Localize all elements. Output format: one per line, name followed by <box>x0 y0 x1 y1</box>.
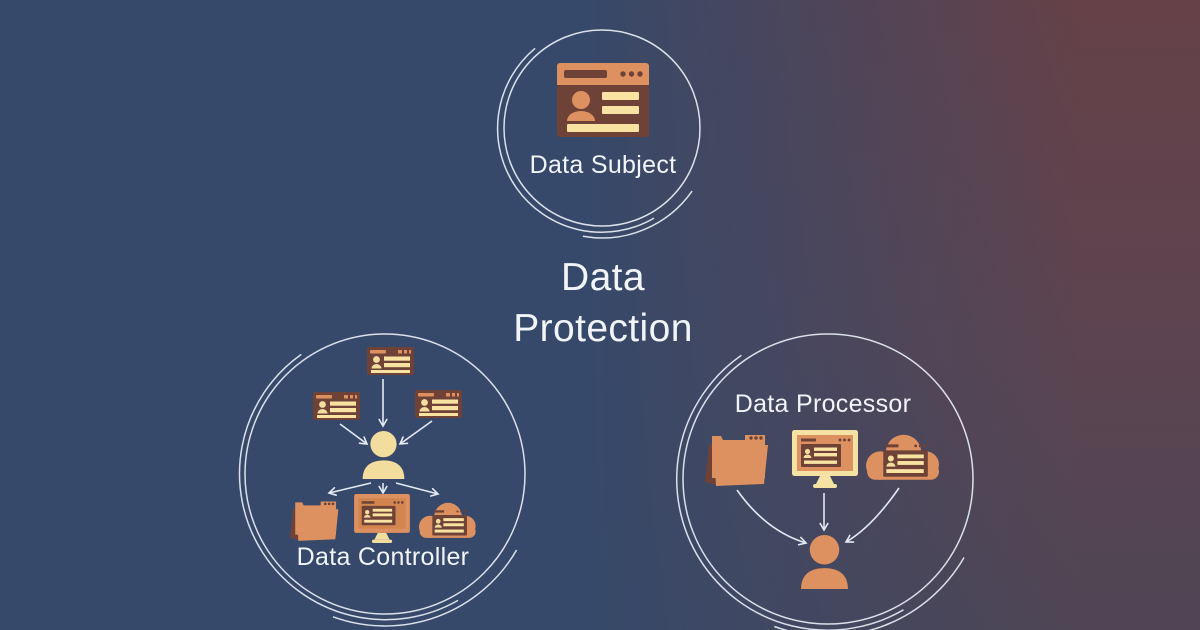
arrow-person-to-folder <box>327 482 372 496</box>
id-card-icon <box>367 347 414 375</box>
data-controller-circle-outline <box>238 333 526 627</box>
monitor-id-card-icon <box>792 430 858 488</box>
arrow-cloud-to-person <box>844 487 900 543</box>
arrow-card-left-to-person <box>339 423 369 445</box>
controller-flow-arrows <box>327 379 440 497</box>
title-line-2: Protection <box>513 307 693 350</box>
id-card-browser-icon <box>557 63 649 137</box>
cloud-id-card-icon <box>861 431 942 484</box>
cloud-id-card-icon <box>415 500 478 541</box>
page-title: Data Protection <box>453 252 753 354</box>
data-controller-label: Data Controller <box>296 543 470 571</box>
data-subject-circle-outline <box>496 29 701 239</box>
arrow-card-right-to-person <box>398 420 433 445</box>
id-card-icon <box>313 392 360 420</box>
id-card-icon <box>415 390 462 418</box>
person-icon <box>800 535 849 589</box>
title-line-1: Data <box>561 256 645 299</box>
arrow-folder-to-person <box>736 489 808 546</box>
data-processor-label: Data Processor <box>734 390 912 418</box>
monitor-id-card-icon <box>354 494 410 543</box>
person-icon <box>361 431 406 479</box>
processor-flow-arrows <box>736 487 900 546</box>
folder-icon <box>286 496 343 541</box>
data-subject-label: Data Subject <box>529 151 677 179</box>
arrow-person-to-cloud <box>395 482 440 497</box>
folder-icon <box>700 428 774 486</box>
